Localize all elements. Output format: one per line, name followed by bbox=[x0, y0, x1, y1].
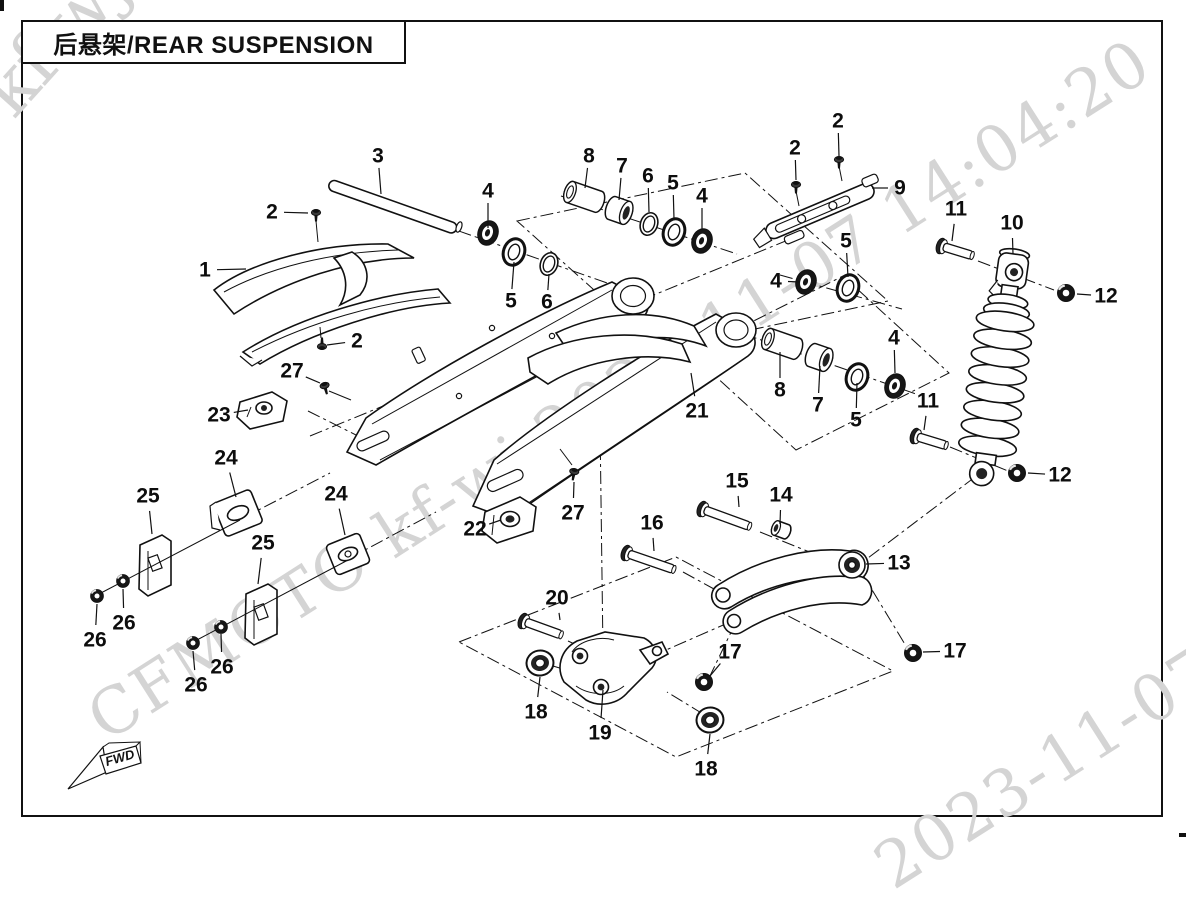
part-adjuster-block-25 bbox=[245, 584, 277, 645]
part-washer-6 bbox=[537, 250, 561, 277]
fwd-arrow: FWD bbox=[68, 742, 141, 789]
part-bolt-20 bbox=[516, 612, 566, 643]
part-screw-27 bbox=[319, 381, 331, 395]
part-bolt-11 bbox=[934, 237, 976, 264]
part-seal-5 bbox=[660, 216, 689, 248]
part-pivot-shaft-3 bbox=[327, 179, 463, 234]
part-screw-2 bbox=[311, 209, 320, 221]
part-bushing-14 bbox=[770, 520, 793, 541]
part-screw-2 bbox=[317, 338, 326, 350]
part-adjuster-block-25 bbox=[139, 535, 171, 596]
crop-mark bbox=[0, 0, 4, 11]
part-screw-2 bbox=[834, 156, 843, 168]
part-adjuster-plate-24 bbox=[325, 532, 370, 575]
part-bolt-15 bbox=[695, 500, 754, 534]
part-chain-slider-1 bbox=[214, 244, 450, 366]
part-nut-26 bbox=[215, 621, 228, 634]
exploded-view-drawing: FWD bbox=[0, 0, 1186, 839]
page-title: 后悬架/REAR SUSPENSION bbox=[53, 25, 373, 60]
part-nut-17 bbox=[696, 674, 713, 691]
part-linkage-13 bbox=[712, 550, 872, 634]
part-bearing-4 bbox=[688, 226, 715, 256]
part-bearing-18 bbox=[525, 648, 556, 677]
part-adjuster-plate-24 bbox=[210, 489, 263, 537]
part-nut-12 bbox=[1058, 285, 1075, 302]
part-knuckle-19 bbox=[560, 632, 668, 704]
part-bolt-16 bbox=[619, 544, 678, 578]
title-box: 后悬架/REAR SUSPENSION bbox=[21, 20, 406, 64]
part-spacer-8 bbox=[561, 180, 607, 214]
part-bushing-7 bbox=[803, 342, 836, 373]
part-bearing-4 bbox=[881, 371, 908, 401]
parts-diagram-page: { "page": {"width": 1186, "height": 839,… bbox=[0, 0, 1186, 839]
part-spacer-8 bbox=[759, 327, 805, 361]
crop-mark bbox=[1179, 833, 1186, 837]
part-nut-26 bbox=[91, 590, 104, 603]
part-nut-17 bbox=[905, 645, 922, 662]
part-nut-26 bbox=[117, 575, 130, 588]
part-bearing-18 bbox=[695, 705, 726, 734]
part-shock-absorber-10 bbox=[953, 245, 1044, 490]
part-nut-26 bbox=[187, 637, 200, 650]
part-washer-6 bbox=[637, 210, 661, 237]
part-nut-12 bbox=[1009, 465, 1026, 482]
part-screw-2 bbox=[791, 181, 800, 193]
part-bolt-11 bbox=[908, 427, 950, 454]
part-swingarm-21 bbox=[347, 278, 756, 519]
part-chain-guide-9 bbox=[749, 173, 888, 255]
